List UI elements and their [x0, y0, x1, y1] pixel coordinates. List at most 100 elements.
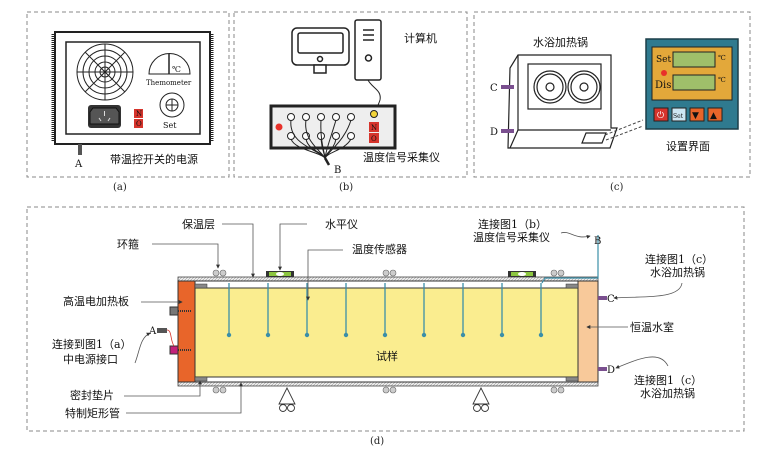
settings-panel-label: 设置界面 [666, 140, 710, 153]
down-button[interactable] [689, 107, 705, 122]
gasket [194, 376, 208, 382]
sensor-tip [343, 332, 349, 338]
roller-support-icon [278, 386, 490, 412]
label-connect-a-line1: 连接到图1（a） [52, 338, 132, 351]
logger-usb-port-icon [370, 110, 378, 118]
panel-c-caption: (c) [610, 182, 624, 193]
fan-icon [76, 43, 134, 101]
set-button-label: Set [673, 113, 684, 120]
set-knob-icon[interactable] [159, 92, 185, 118]
panel-d-test-chamber: B A [26, 206, 745, 447]
label-hoop: 环箍 [117, 237, 139, 251]
down-arrow-icon: ▼ [692, 111, 699, 121]
logger-power-switch[interactable]: N O [369, 122, 379, 143]
set-knob-label: Set [163, 121, 177, 130]
switch-on-label: N [136, 110, 142, 118]
port-a-label: A [148, 326, 157, 337]
sensor-tip [304, 332, 310, 338]
gasket [565, 376, 579, 382]
power-supply-title: 带温控开关的电源 [110, 152, 198, 166]
label-temperature-sensor: 温度传感器 [352, 242, 407, 256]
logger-led-icon [275, 123, 283, 131]
sensor-tip [499, 332, 505, 338]
sensor-tip [265, 332, 271, 338]
port-b-label: B [334, 165, 341, 176]
label-water-chamber: 恒温水室 [630, 320, 674, 334]
label-connect-c-line1: 连接图1（c） [645, 253, 713, 266]
label-connect-d-line1: 连接图1（c） [634, 374, 702, 387]
wireless-link [604, 119, 644, 141]
set-value-lcd [672, 51, 716, 68]
port-d-label: D [607, 365, 615, 376]
up-button[interactable] [707, 107, 723, 122]
switch-off-label: O [371, 135, 377, 143]
controller-led-icon [661, 70, 667, 76]
panel-d-frame [26, 206, 745, 432]
label-gasket: 密封垫片 [70, 388, 114, 402]
power-switch[interactable]: N O [134, 109, 143, 128]
switch-off-label: O [136, 120, 142, 128]
leader-lines [124, 223, 683, 414]
switch-off[interactable] [134, 119, 143, 128]
hoop-icon [212, 269, 565, 394]
switch-off[interactable] [369, 133, 379, 143]
temperature-sensor [304, 283, 310, 338]
switch-on[interactable] [369, 122, 379, 132]
set-button[interactable] [671, 107, 687, 122]
panel-d-caption: (d) [370, 436, 384, 447]
power-button[interactable] [653, 107, 669, 122]
temperature-sensor [538, 283, 544, 338]
port-d-pipe [501, 129, 514, 133]
label-connect-b-line2: 温度信号采集仪 [473, 230, 550, 244]
up-arrow-icon: ▲ [710, 111, 717, 121]
port-a-label: A [74, 159, 83, 170]
label-connect-c-line2: 水浴加热锅 [650, 266, 705, 279]
spirit-level-icon [266, 271, 536, 277]
sensor-tip [382, 332, 388, 338]
power-icon: ⏻ [657, 110, 664, 121]
label-rectangular-tube: 特制矩形管 [65, 406, 120, 420]
port-c-label: C [490, 83, 498, 94]
temperature-sensor [460, 283, 466, 338]
sensor-tip [226, 332, 232, 338]
port-b-label: B [594, 236, 601, 247]
constant-temp-water-chamber [577, 280, 599, 383]
port-c-label: C [607, 294, 615, 305]
computer-label: 计算机 [404, 31, 437, 45]
insulation-top [177, 276, 599, 282]
label-level: 水平仪 [325, 218, 358, 231]
logger-label: 温度信号采集仪 [363, 150, 440, 164]
switch-on[interactable] [134, 109, 143, 118]
panel-b-frame [233, 11, 468, 178]
label-heater-plate: 高温电加热板 [63, 294, 129, 308]
power-terminal-icon [169, 345, 179, 355]
sensor-tip [421, 332, 427, 338]
port-a-plug [78, 144, 82, 155]
sample-block [194, 287, 579, 378]
computer-tower-icon [354, 19, 382, 81]
panel-a-frame [26, 11, 230, 178]
computer-cable [367, 79, 381, 109]
thermometer-gauge-icon [148, 53, 191, 75]
panel-a-power-supply: N O ℃ Themometer Set A 带温控开关的电源 (a) [26, 11, 230, 193]
temperature-sensor [226, 283, 232, 338]
socket-pin [98, 117, 102, 122]
controller-buttons: ⏻ Set ▼ ▲ [653, 107, 723, 122]
panel-a-caption: (a) [113, 182, 127, 193]
water-bath-icon [507, 54, 618, 149]
port-c-pipe [598, 296, 607, 300]
dis-unit: ℃ [718, 76, 726, 84]
panel-b-caption: (b) [339, 182, 353, 193]
sensor-cable-bundle [290, 119, 352, 166]
heater-plate [177, 280, 196, 383]
thermometer-label: Themometer [146, 79, 192, 87]
sensor-cable-to-b [541, 235, 599, 284]
temperature-sensor [382, 283, 388, 338]
temperature-sensor [421, 283, 427, 338]
temperature-sensor [499, 283, 505, 338]
monitor-icon [291, 27, 350, 74]
power-wire [166, 329, 175, 347]
sensor-tip [538, 332, 544, 338]
set-unit: ℃ [718, 54, 726, 62]
label-sample: 试样 [376, 349, 398, 363]
